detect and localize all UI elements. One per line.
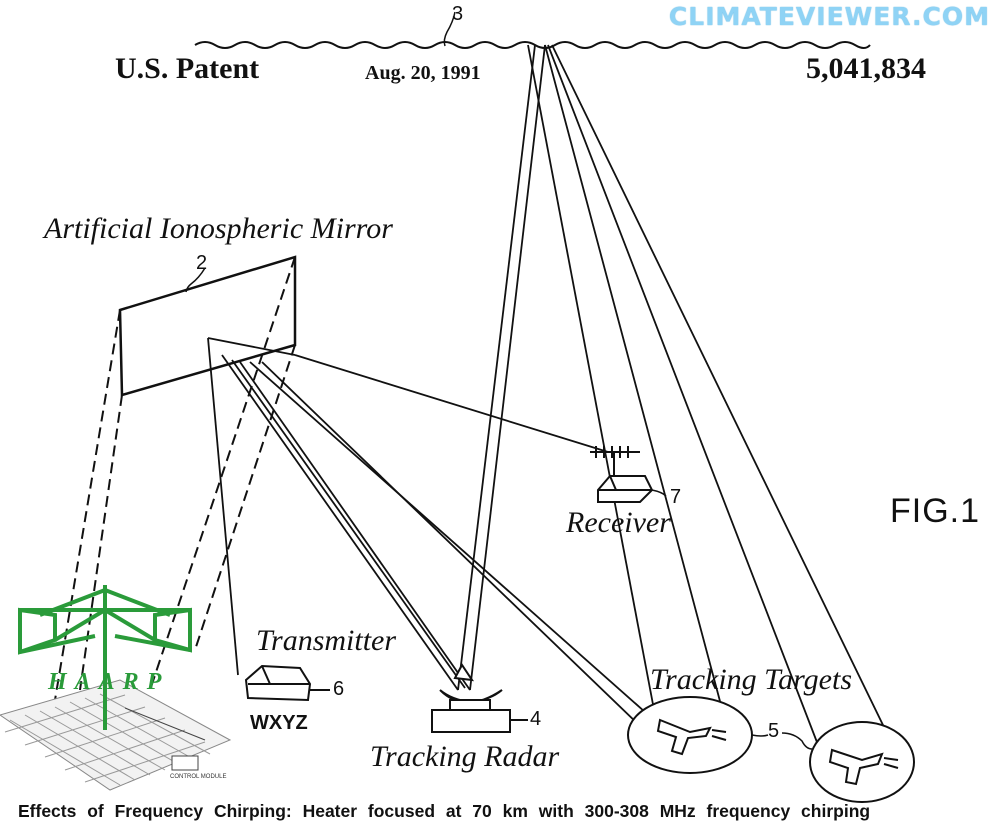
signal-beams bbox=[207, 44, 901, 761]
ionosphere-line bbox=[194, 41, 871, 49]
callout-6: 6 bbox=[333, 678, 345, 700]
control-module-label: CONTROL MODULE bbox=[170, 774, 227, 780]
patent-label: U.S. Patent bbox=[115, 52, 260, 85]
tracking-radar bbox=[431, 663, 528, 733]
label-transmitter-callsign: WXYZ bbox=[250, 712, 308, 734]
patent-date: Aug. 20, 1991 bbox=[365, 62, 481, 84]
callout-3: 3 bbox=[452, 3, 464, 25]
callout-2: 2 bbox=[196, 252, 208, 274]
figure-label: FIG.1 bbox=[890, 492, 981, 530]
callout-3-leader bbox=[443, 11, 456, 47]
callout-7: 7 bbox=[670, 486, 682, 508]
patent-number: 5,041,834 bbox=[806, 52, 926, 85]
callout-5-leader bbox=[751, 732, 813, 750]
label-transmitter: Transmitter bbox=[256, 624, 397, 657]
callout-5: 5 bbox=[768, 720, 780, 742]
haarp-antenna-array bbox=[0, 679, 232, 791]
label-targets: Tracking Targets bbox=[650, 663, 852, 696]
haarp-logo-text: HAARP bbox=[48, 669, 170, 695]
ionospheric-mirror bbox=[118, 255, 297, 397]
label-mirror: Artificial Ionospheric Mirror bbox=[44, 212, 393, 245]
callout-7-leader bbox=[651, 489, 667, 497]
haarp-logo-antenna bbox=[18, 585, 192, 730]
label-receiver: Receiver bbox=[566, 506, 671, 539]
watermark: CLIMATEVIEWER.COM bbox=[668, 2, 990, 31]
callout-4: 4 bbox=[530, 708, 542, 730]
callout-2-leader bbox=[185, 267, 206, 293]
receiver-station bbox=[590, 446, 654, 503]
label-radar: Tracking Radar bbox=[370, 740, 560, 773]
tracking-target-1 bbox=[627, 696, 753, 774]
tracking-target-2 bbox=[809, 721, 915, 803]
transmitter-station bbox=[244, 664, 330, 702]
figure-caption: Effects of Frequency Chirping: Heater fo… bbox=[18, 801, 871, 821]
